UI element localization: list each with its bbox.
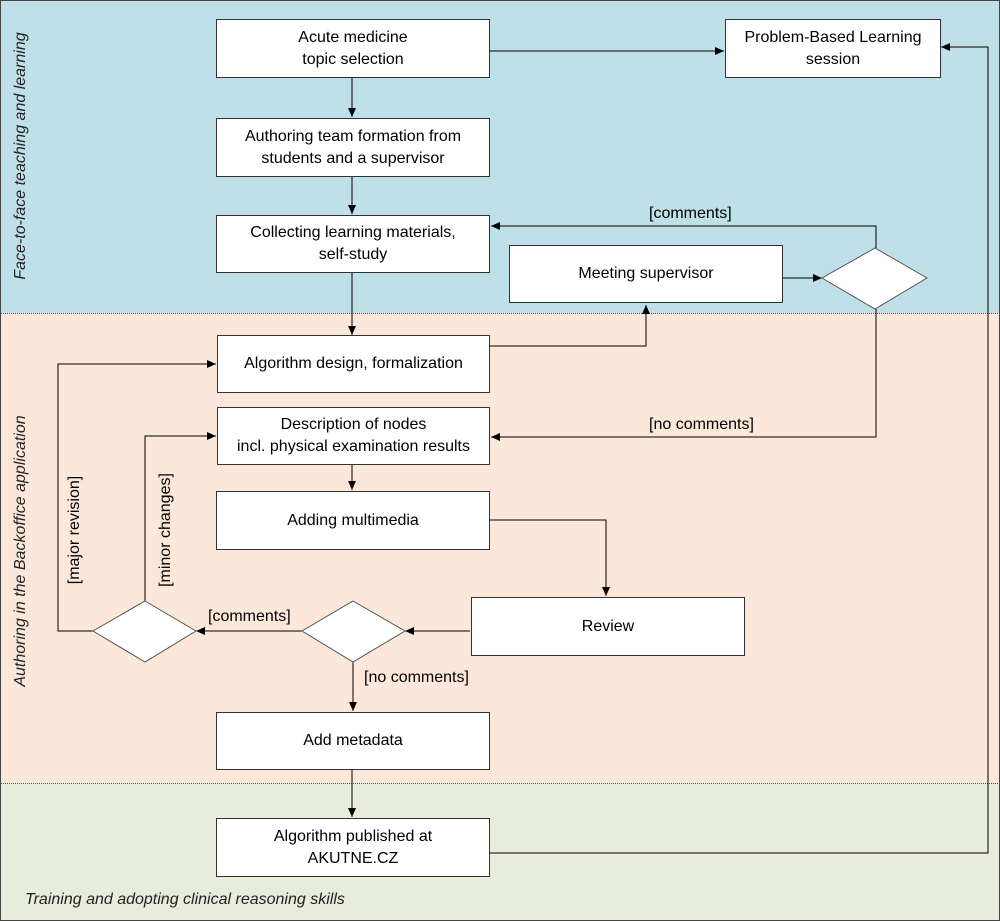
node-adding-multimedia: Adding multimedia	[216, 491, 490, 550]
node-topic-selection: Acute medicine topic selection	[216, 19, 490, 78]
lane-title-authoring: Authoring in the Backoffice application	[12, 415, 29, 687]
node-collecting-materials: Collecting learning materials, self-stud…	[216, 215, 490, 273]
decision-supervisor-diamond	[820, 247, 928, 310]
lane-title-face-to-face: Face-to-face teaching and learning	[12, 32, 29, 280]
node-add-metadata: Add metadata	[216, 712, 490, 770]
node-algorithm-design: Algorithm design, formalization	[217, 335, 490, 393]
edge-published-to-pbl	[490, 43, 989, 854]
node-algorithm-published: Algorithm published at AKUTNE.CZ	[216, 818, 490, 877]
edge-design-to-meeting	[490, 305, 650, 347]
node-meeting-supervisor: Meeting supervisor	[509, 245, 783, 303]
label-major-revision: [major revision]	[66, 475, 83, 585]
label-no-comments-top: [no comments]	[649, 416, 754, 433]
label-comments-top: [comments]	[649, 205, 732, 222]
lane-training	[0, 783, 1000, 921]
lane-title-training: Training and adopting clinical reasoning…	[25, 891, 345, 908]
label-no-comments-bottom: [no comments]	[364, 669, 469, 686]
node-review: Review	[471, 597, 745, 656]
node-description-of-nodes: Description of nodes incl. physical exam…	[217, 407, 490, 465]
edge-major-revision	[57, 360, 216, 632]
decision-revision-diamond	[92, 600, 197, 663]
label-comments-bottom: [comments]	[208, 608, 291, 625]
node-team-formation: Authoring team formation from students a…	[216, 118, 490, 177]
node-pbl-session: Problem-Based Learning session	[725, 19, 941, 78]
decision-review-diamond	[301, 600, 406, 663]
edge-multimedia-to-review	[490, 519, 610, 596]
lane-authoring	[0, 313, 1000, 783]
label-minor-changes: [minor changes]	[157, 473, 174, 587]
edge-decision-to-description	[491, 309, 877, 441]
edge-decision-to-collecting	[491, 222, 877, 248]
edge-minor-changes	[144, 432, 216, 601]
